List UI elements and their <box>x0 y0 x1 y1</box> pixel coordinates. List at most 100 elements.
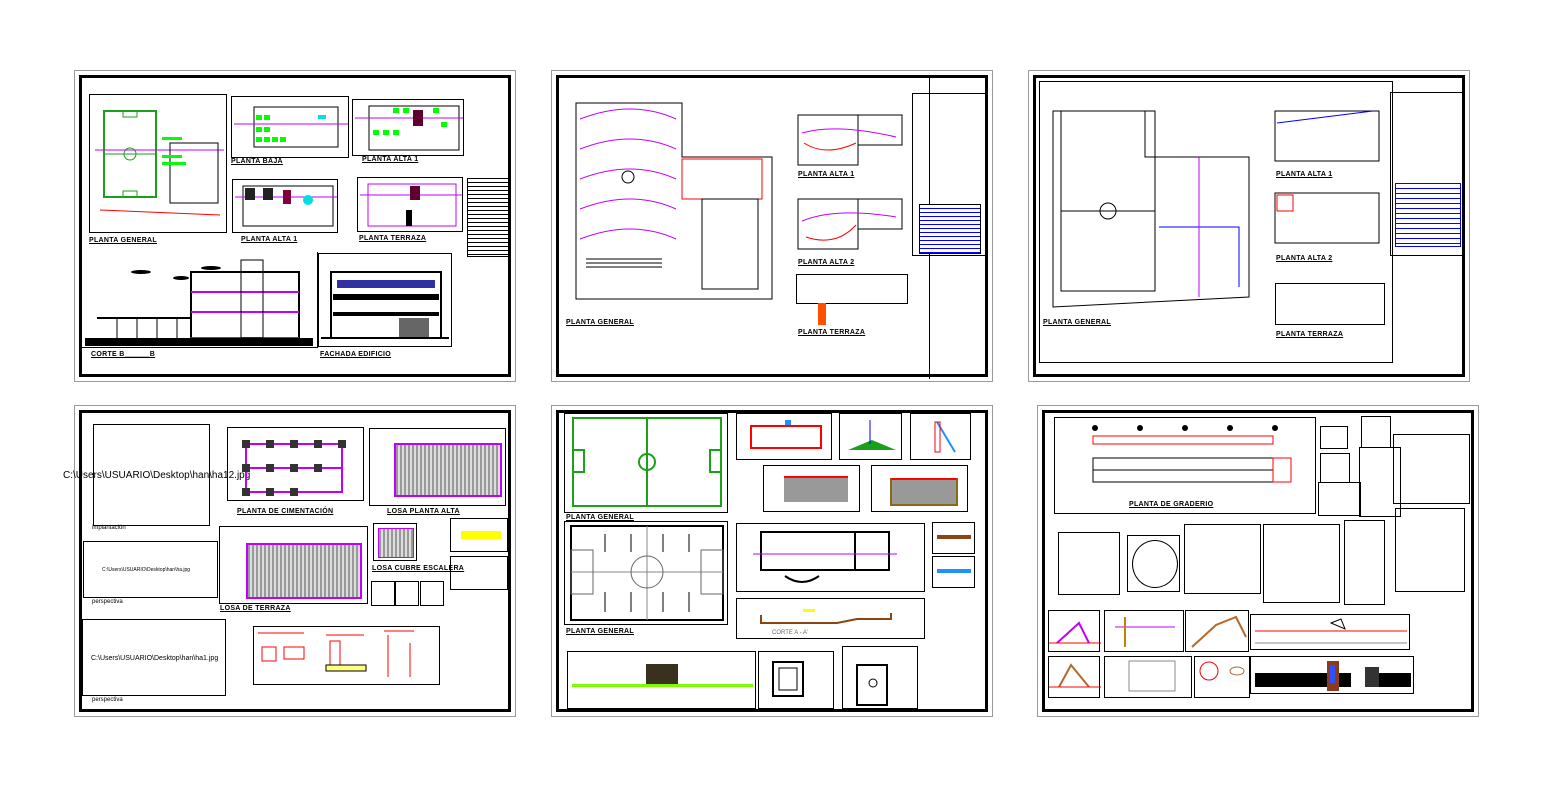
upper-slab-viewport[interactable] <box>369 428 506 506</box>
terrace-slab-viewport[interactable] <box>219 526 368 604</box>
court-lighting-viewport[interactable] <box>564 521 728 625</box>
playground-elevation[interactable] <box>1104 656 1192 698</box>
detail-box-b[interactable] <box>839 413 902 460</box>
detail-box[interactable] <box>1318 482 1361 516</box>
sanitary-details-drawing <box>258 630 414 677</box>
site-plan-electrical-drawing <box>575 102 773 300</box>
label-planta-terraza: PLANTA TERRAZA <box>359 235 427 242</box>
label-planta-alta-1: PLANTA ALTA 1 <box>798 171 855 178</box>
fence-elevation-drawing <box>572 664 753 687</box>
detail-hatch <box>890 478 958 506</box>
drawing-sheet-building-plans[interactable]: PLANTA GENERAL PLANTA BAJA PLANTA ALTA 1… <box>74 70 516 382</box>
image-placeholder-implantacion[interactable] <box>93 424 210 526</box>
detail-box[interactable] <box>1395 508 1465 592</box>
bleachers-plan-viewport[interactable] <box>1054 417 1316 514</box>
column-detail-3[interactable] <box>420 581 444 606</box>
fence-elevation-viewport[interactable] <box>567 651 756 709</box>
detail-drawing <box>750 420 822 449</box>
stair-slab-viewport[interactable] <box>373 523 417 561</box>
label-planta-general: PLANTA GENERAL <box>89 237 157 244</box>
column-detail-2[interactable] <box>395 581 419 606</box>
tank-detail-viewport[interactable] <box>842 646 918 709</box>
terrace-plan-viewport[interactable] <box>357 177 463 232</box>
detail-box[interactable] <box>1361 416 1391 448</box>
section-aa-viewport[interactable] <box>736 598 925 639</box>
detail-box[interactable] <box>1320 426 1348 449</box>
upper-floor-1b-viewport[interactable] <box>232 179 338 233</box>
ground-floor-viewport[interactable] <box>231 96 349 158</box>
facade-viewport[interactable] <box>318 253 452 347</box>
section-viewport[interactable] <box>80 252 318 348</box>
playground-slide-2[interactable] <box>1048 656 1101 698</box>
detail-box-2[interactable] <box>450 556 508 590</box>
image-placeholder-perspectiva-2[interactable] <box>82 619 226 696</box>
drawing-sheet-plumbing[interactable]: PLANTA GENERAL PLANTA ALTA 1 PLANTA ALTA… <box>1028 70 1470 382</box>
manhole-detail-viewport[interactable] <box>758 651 834 709</box>
terrace-plan-electrical[interactable] <box>796 274 908 304</box>
locker-plan-drawing <box>753 531 897 583</box>
label-planta-alta-2: PLANTA ALTA 2 <box>798 259 855 266</box>
detail-box-a[interactable] <box>736 413 832 460</box>
court-lighting-drawing <box>570 525 724 621</box>
detail-box-e[interactable] <box>871 465 968 512</box>
locker-plan-viewport[interactable] <box>736 523 925 592</box>
site-plan-viewport[interactable] <box>89 94 227 233</box>
upper-floor-1-viewport[interactable] <box>352 99 464 156</box>
label-planta-general-2: PLANTA GENERAL <box>566 628 634 635</box>
ground-floor-drawing <box>234 106 348 148</box>
title-block-table <box>467 178 509 257</box>
detail-box-g[interactable] <box>932 556 975 588</box>
sanitary-details-box[interactable] <box>253 626 440 685</box>
equipment-drawing <box>1115 617 1175 647</box>
entrance-elevation[interactable] <box>1250 656 1414 694</box>
slide-drawing <box>1049 663 1101 688</box>
label-cimentacion: PLANTA DE CIMENTACIÓN <box>237 508 334 515</box>
carousel-drawing <box>1199 661 1245 681</box>
drawing-sheet-sports-field[interactable]: PLANTA GENERAL PLANTA GENERAL CORTE A - … <box>551 405 993 717</box>
detail-box[interactable] <box>1184 524 1261 594</box>
label-perspectiva-2: perspectiva <box>92 697 123 703</box>
site-plan-drawing <box>95 110 224 216</box>
image-placeholder-perspectiva-1[interactable] <box>83 541 218 598</box>
legend-table <box>1395 183 1461 247</box>
legend-table <box>919 204 981 254</box>
playground-equipment-2[interactable] <box>1104 610 1184 652</box>
column-detail-1[interactable] <box>371 581 395 606</box>
label-planta-alta-1-bottom: PLANTA ALTA 1 <box>241 236 298 243</box>
playground-slide-1[interactable] <box>1048 610 1101 652</box>
detail-box[interactable] <box>1320 453 1350 483</box>
detail-box[interactable] <box>1393 434 1470 504</box>
playground-climber[interactable] <box>1185 610 1249 652</box>
detail-box-d[interactable] <box>763 465 860 512</box>
detail-box[interactable] <box>1263 524 1340 603</box>
detail-box-1[interactable] <box>450 518 508 552</box>
detail-box-circle[interactable] <box>1127 535 1180 592</box>
detail-box-f[interactable] <box>932 522 975 554</box>
drawing-sheet-structural[interactable]: C:\Users\USUARIO\Desktop\han\ha12.jpg im… <box>63 405 516 717</box>
detail-hatch <box>784 476 848 502</box>
detail-box-c[interactable] <box>910 413 971 460</box>
detail-box[interactable] <box>1359 447 1401 517</box>
soccer-field-viewport[interactable] <box>564 413 728 513</box>
drawing-sheet-electrical[interactable]: PLANTA GENERAL PLANTA ALTA 1 PLANTA ALTA… <box>551 70 993 382</box>
foundation-plan-viewport[interactable] <box>227 427 364 501</box>
foundation-plan-drawing <box>242 440 346 496</box>
missing-image-path-1: C:\Users\USUARIO\Desktop\han\ha12.jpg <box>63 470 251 481</box>
sheet-frame <box>1042 410 1474 712</box>
playground-carousel[interactable] <box>1194 656 1250 698</box>
detail-box[interactable] <box>1344 520 1385 605</box>
legend-box <box>912 93 986 256</box>
label-graderio: PLANTA DE GRADERIO <box>1129 501 1214 508</box>
detail-box[interactable] <box>1058 532 1120 595</box>
section-drawing <box>85 259 313 346</box>
pathway-section[interactable] <box>1250 614 1410 650</box>
bleachers-plan-drawing <box>1092 425 1292 483</box>
terrace-plan-plumbing[interactable] <box>1275 283 1385 325</box>
detail-drawing <box>934 421 956 453</box>
soccer-field-drawing <box>572 417 722 507</box>
detail-fill <box>937 569 971 573</box>
detail-circle <box>1132 540 1178 588</box>
climber-drawing <box>1191 615 1247 648</box>
drawing-sheet-bleachers-details[interactable]: PLANTA DE GRADERIO <box>1037 405 1479 717</box>
label-corte-aa: CORTE A - A' <box>772 630 809 636</box>
